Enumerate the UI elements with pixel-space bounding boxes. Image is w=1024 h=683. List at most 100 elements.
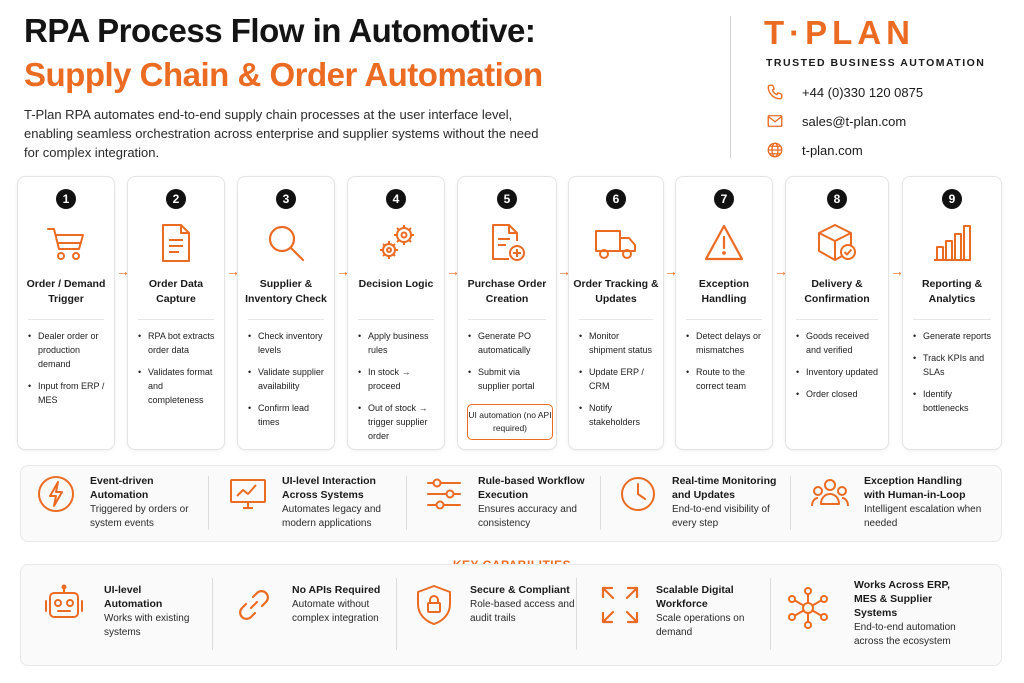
step-number: 1 — [56, 189, 76, 209]
step-divider — [913, 319, 991, 320]
step-card-7: 7 Exception Handling Detect delays or mi… — [675, 176, 773, 450]
expand-icon — [601, 586, 639, 624]
contact-email[interactable]: sales@t-plan.com — [766, 112, 906, 130]
step-card-2: 2 Order Data Capture RPA bot extracts or… — [127, 176, 225, 450]
website-url: t-plan.com — [802, 142, 863, 158]
step-bullets: Apply business rules In stock → proceed … — [358, 329, 438, 451]
step-bullets: Monitor shipment status Update ERP / CRM… — [579, 329, 657, 437]
step-number: 8 — [827, 189, 847, 209]
flow-arrow-icon: → — [116, 263, 130, 279]
step-number: 5 — [497, 189, 517, 209]
bullet-item: Apply business rules — [358, 329, 438, 357]
step-title: Supplier & Inventory Check — [245, 278, 327, 305]
truck-icon — [594, 221, 638, 265]
sliders-icon — [427, 478, 461, 510]
capability-title: Scalable Digital Workforce — [656, 584, 734, 610]
step-card-4: 4 Decision Logic Apply business rules In… — [347, 176, 445, 450]
capability-desc: Works with existing systems — [104, 613, 190, 638]
flow-arrow-icon: → — [336, 263, 350, 279]
bullet-item: Validates format and completeness — [138, 365, 218, 407]
capability-secure: Secure & Compliant Role-based access and… — [412, 583, 580, 627]
capability-title: UI-level Automation — [104, 584, 163, 610]
step-number: 6 — [606, 189, 626, 209]
ui-automation-note: UI automation (no API required) — [467, 404, 553, 440]
step-divider — [28, 319, 104, 320]
feature-rule-based: Rule-based Workflow Execution Ensures ac… — [424, 474, 598, 531]
step-number: 2 — [166, 189, 186, 209]
step-divider — [686, 319, 762, 320]
flow-arrow-icon: → — [664, 263, 678, 279]
step-bullets: Dealer order or production demand Input … — [28, 329, 108, 415]
bullet-item: Generate reports — [913, 329, 995, 343]
contact-web[interactable]: t-plan.com — [766, 141, 863, 159]
lightning-icon — [38, 476, 74, 512]
feature-separator — [208, 476, 209, 530]
capability-title: Secure & Compliant — [470, 584, 570, 596]
capability-scalable: Scalable Digital Workforce Scale operati… — [598, 583, 766, 640]
feature-separator — [600, 476, 601, 530]
step-divider — [358, 319, 434, 320]
feature-title: Event-driven Automation — [90, 475, 154, 501]
capability-separator — [212, 578, 213, 650]
email-address: sales@t-plan.com — [802, 113, 907, 129]
feature-desc: Ensures accuracy and consistency — [478, 504, 577, 529]
document-icon — [154, 221, 198, 265]
feature-realtime-monitoring: Real-time Monitoring and Updates End-to-… — [618, 474, 792, 531]
bullet-item: Goods received and verified — [796, 329, 882, 357]
gears-icon — [374, 221, 418, 265]
mail-icon — [767, 115, 783, 127]
feature-desc: Intelligent escalation when needed — [864, 504, 982, 529]
step-card-1: 1 Order / Demand Trigger Dealer order or… — [17, 176, 115, 450]
step-title: Reporting & Analytics — [921, 278, 983, 305]
flow-arrow-icon: → — [890, 263, 904, 279]
feature-title: Real-time Monitoring and Updates — [672, 475, 777, 501]
step-title: Exception Handling — [698, 278, 750, 305]
bullet-item: Track KPIs and SLAs — [913, 351, 995, 379]
capability-title: No APIs Required — [292, 584, 381, 596]
bullet-item: Validate supplier availability — [248, 365, 328, 393]
capability-desc: Automate without complex integration — [292, 599, 379, 624]
step-bullets: Detect delays or mismatches Route to the… — [686, 329, 766, 401]
page-subtitle: Supply Chain & Order Automation — [24, 56, 543, 93]
feature-title: UI-level Interaction Across Systems — [282, 475, 376, 501]
bullet-item: Submit via supplier portal — [468, 365, 550, 393]
bullet-item: Order closed — [796, 387, 882, 401]
step-number: 3 — [276, 189, 296, 209]
bar-chart-icon — [930, 221, 974, 265]
brand-tagline: TRUSTED BUSINESS AUTOMATION — [766, 57, 986, 69]
page-title: RPA Process Flow in Automotive: — [24, 12, 536, 49]
feature-exception-handling: Exception Handling with Human-in-Loop In… — [810, 474, 984, 531]
phone-icon — [767, 84, 783, 100]
network-icon — [788, 587, 828, 629]
step-bullets: RPA bot extracts order data Validates fo… — [138, 329, 218, 415]
step-divider — [248, 319, 324, 320]
shield-lock-icon — [417, 585, 451, 625]
bullet-item: Route to the correct team — [686, 365, 766, 393]
shopping-cart-icon — [44, 221, 88, 265]
feature-title: Exception Handling with Human-in-Loop — [864, 475, 966, 501]
step-title: Order / Demand Trigger — [26, 278, 106, 305]
bullet-item: Out of stock → trigger supplier order — [358, 401, 438, 443]
step-bullets: Generate reports Track KPIs and SLAs Ide… — [913, 329, 995, 423]
capability-no-apis: No APIs Required Automate without comple… — [232, 583, 402, 627]
flow-arrow-icon: → — [446, 263, 460, 279]
bullet-item: RPA bot extracts order data — [138, 329, 218, 357]
bullet-item: Notify stakeholders — [579, 401, 657, 429]
globe-icon — [767, 142, 783, 158]
monitor-icon — [230, 479, 266, 509]
flow-arrow-icon: → — [226, 263, 240, 279]
bullet-item: Update ERP / CRM — [579, 365, 657, 393]
capability-desc: End-to-end automation across the ecosyst… — [854, 622, 956, 647]
feature-separator — [790, 476, 791, 530]
step-title: Decision Logic — [358, 278, 434, 290]
bullet-item: Confirm lead times — [248, 401, 328, 429]
feature-desc: End-to-end visibility of every step — [672, 504, 770, 529]
capability-separator — [770, 578, 771, 650]
step-divider — [796, 319, 878, 320]
bullet-item: Generate PO automatically — [468, 329, 550, 357]
step-title: Order Data Capture — [148, 278, 204, 305]
contact-phone[interactable]: +44 (0)330 120 0875 — [766, 83, 923, 101]
flow-arrow-icon: → — [557, 263, 571, 279]
step-divider — [468, 319, 546, 320]
intro-text: T-Plan RPA automates end-to-end supply c… — [24, 107, 539, 160]
